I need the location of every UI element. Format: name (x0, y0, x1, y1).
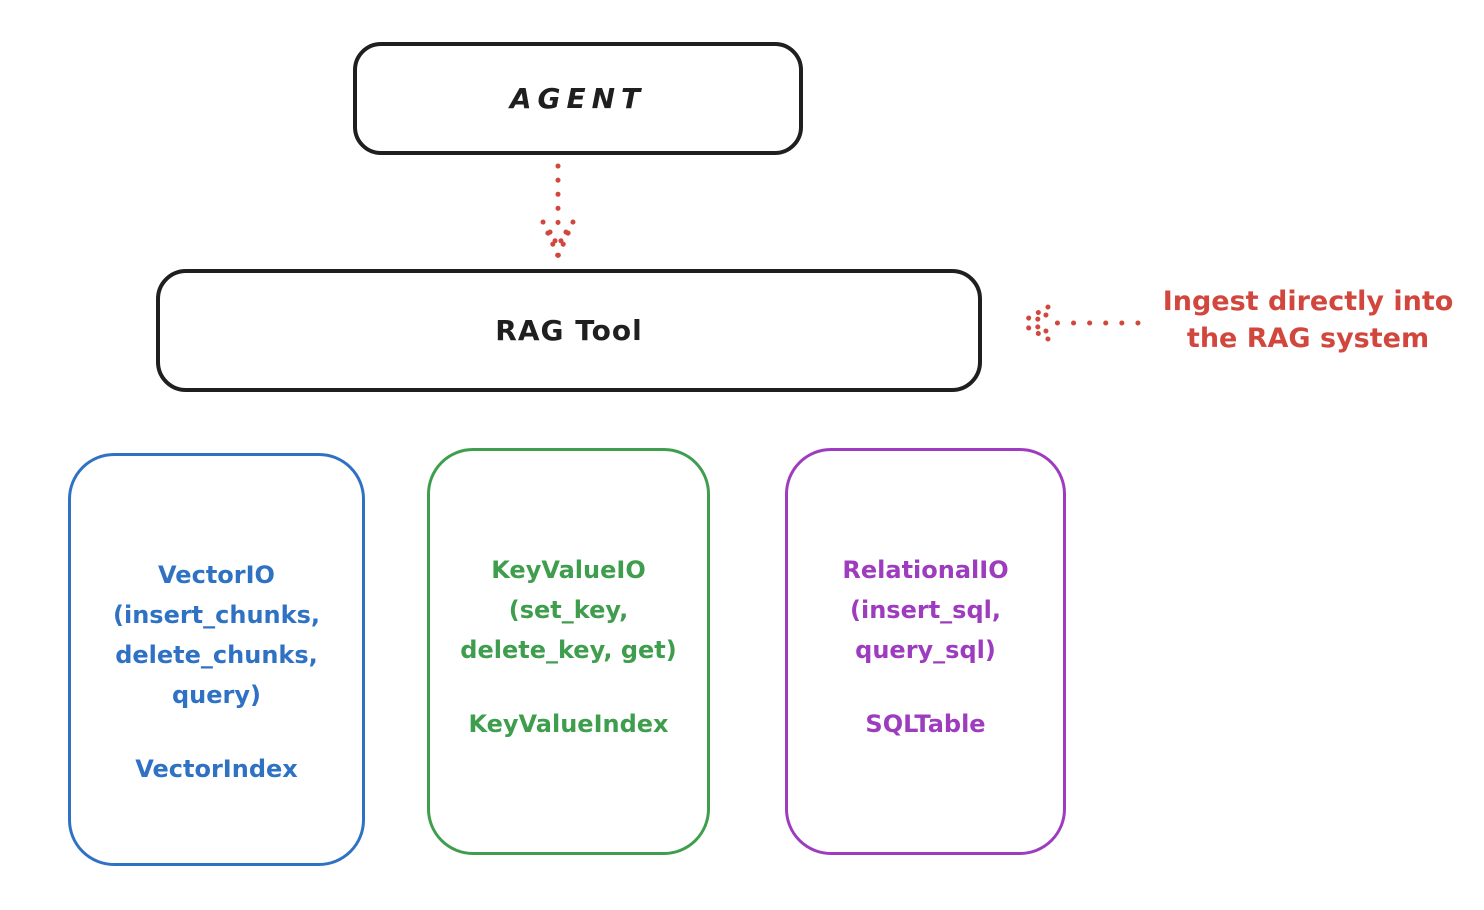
relational-io-box: RelationalIO (insert_sql, query_sql) SQLTa… (785, 448, 1066, 855)
box-text-line: (insert_chunks, (113, 601, 320, 629)
box-text-line: delete_key, get) (460, 636, 677, 664)
box-text-line: query_sql) (855, 636, 996, 664)
box-text-line: VectorIO (158, 561, 275, 589)
box-text-line: KeyValueIO (491, 556, 646, 584)
box-text-line: RelationalIO (842, 556, 1009, 584)
box-text-line: (insert_sql, (850, 596, 1001, 624)
keyvalue-index-label: KeyValueIndex (468, 710, 669, 738)
rag-tool-box: RAG Tool (156, 269, 982, 392)
agent-box: AGENT (353, 42, 803, 155)
rag-tool-label: RAG Tool (495, 314, 643, 347)
ingest-annotation-line2: the RAG system (1186, 323, 1430, 354)
box-text-line: delete_chunks, (115, 641, 318, 669)
agent-label: AGENT (509, 82, 647, 115)
box-text-line: (set_key, (508, 596, 629, 624)
ingest-annotation: Ingest directly into the RAG system (1138, 283, 1478, 357)
ingest-annotation-line1: Ingest directly into (1162, 286, 1454, 317)
keyvalue-io-text: KeyValueIO (set_key, delete_key, get) (430, 550, 707, 670)
vector-io-text: VectorIO (insert_chunks, delete_chunks,que… (71, 555, 362, 715)
relational-io-text: RelationalIO (insert_sql, query_sql) (788, 550, 1063, 670)
vector-index-label: VectorIndex (135, 755, 298, 783)
box-text-line: query) (172, 681, 261, 709)
arrow-annotation-to-ragtool (1017, 304, 1141, 342)
arrow-agent-to-ragtool (540, 163, 576, 259)
sqltable-label: SQLTable (865, 710, 986, 738)
vector-io-box: VectorIO (insert_chunks, delete_chunks,que… (68, 453, 365, 866)
keyvalue-io-box: KeyValueIO (set_key, delete_key, get) KeyV… (427, 448, 710, 855)
